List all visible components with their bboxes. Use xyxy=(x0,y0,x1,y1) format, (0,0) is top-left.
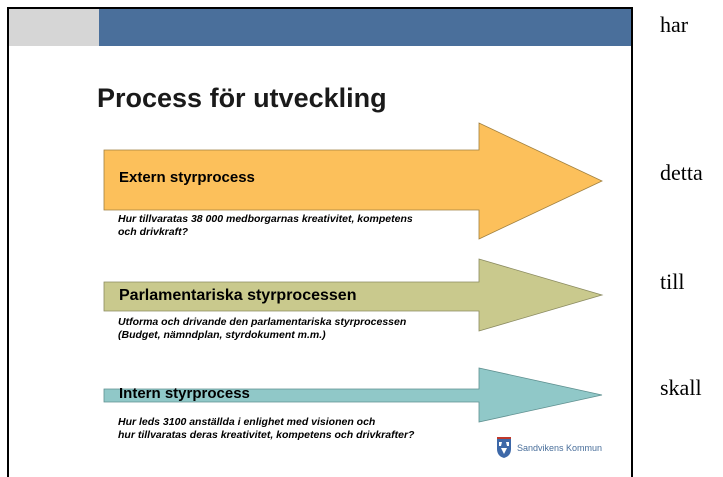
arrow-parlamentariska xyxy=(103,258,604,332)
side-text-detta: detta xyxy=(660,160,703,185)
header-bar-blue-segment xyxy=(99,9,631,46)
side-text-har: har xyxy=(660,12,689,37)
arrow-intern-description-line2: hur tillvaratas deras kreativitet, kompe… xyxy=(118,429,415,441)
arrow-extern-description-line1: Hur tillvaratas 38 000 medborgarnas krea… xyxy=(118,213,413,225)
side-text-skall: skall xyxy=(660,375,702,400)
arrow-extern-description: Hur tillvaratas 38 000 medborgarnas krea… xyxy=(118,213,413,239)
arrow-extern-description-line2: och drivkraft? xyxy=(118,226,189,238)
sandviken-logo: Sandvikens Kommun xyxy=(495,437,602,459)
arrow-intern xyxy=(103,367,603,423)
arrow-intern-description: Hur leds 3100 anställda i enlighet med v… xyxy=(118,416,414,442)
arrow-parlamentariska-description-line1: Utforma och drivande den parlamentariska… xyxy=(118,316,407,328)
presentation-slide: Process för utveckling Extern styrproces… xyxy=(7,7,633,477)
arrow-extern-label: Extern styrprocess xyxy=(119,169,255,186)
coat-of-arms-icon xyxy=(497,437,511,458)
logo-text: Sandvikens Kommun xyxy=(517,443,603,453)
arrow-intern-label: Intern styrprocess xyxy=(119,385,250,402)
slide-header-bar xyxy=(9,9,631,46)
header-bar-gray-segment xyxy=(9,9,99,46)
process-arrows xyxy=(103,122,604,423)
slide-title: Process för utveckling xyxy=(97,83,387,113)
arrow-parlamentariska-description-line2: (Budget, nämndplan, styrdokument m.m.) xyxy=(118,329,326,341)
side-text-till: till xyxy=(660,269,685,294)
arrow-parlamentariska-description: Utforma och drivande den parlamentariska… xyxy=(118,316,406,342)
arrow-intern-description-line1: Hur leds 3100 anställda i enlighet med v… xyxy=(118,416,376,428)
arrow-parlamentariska-label: Parlamentariska styrprocessen xyxy=(119,287,357,304)
arrow-extern xyxy=(103,122,603,240)
